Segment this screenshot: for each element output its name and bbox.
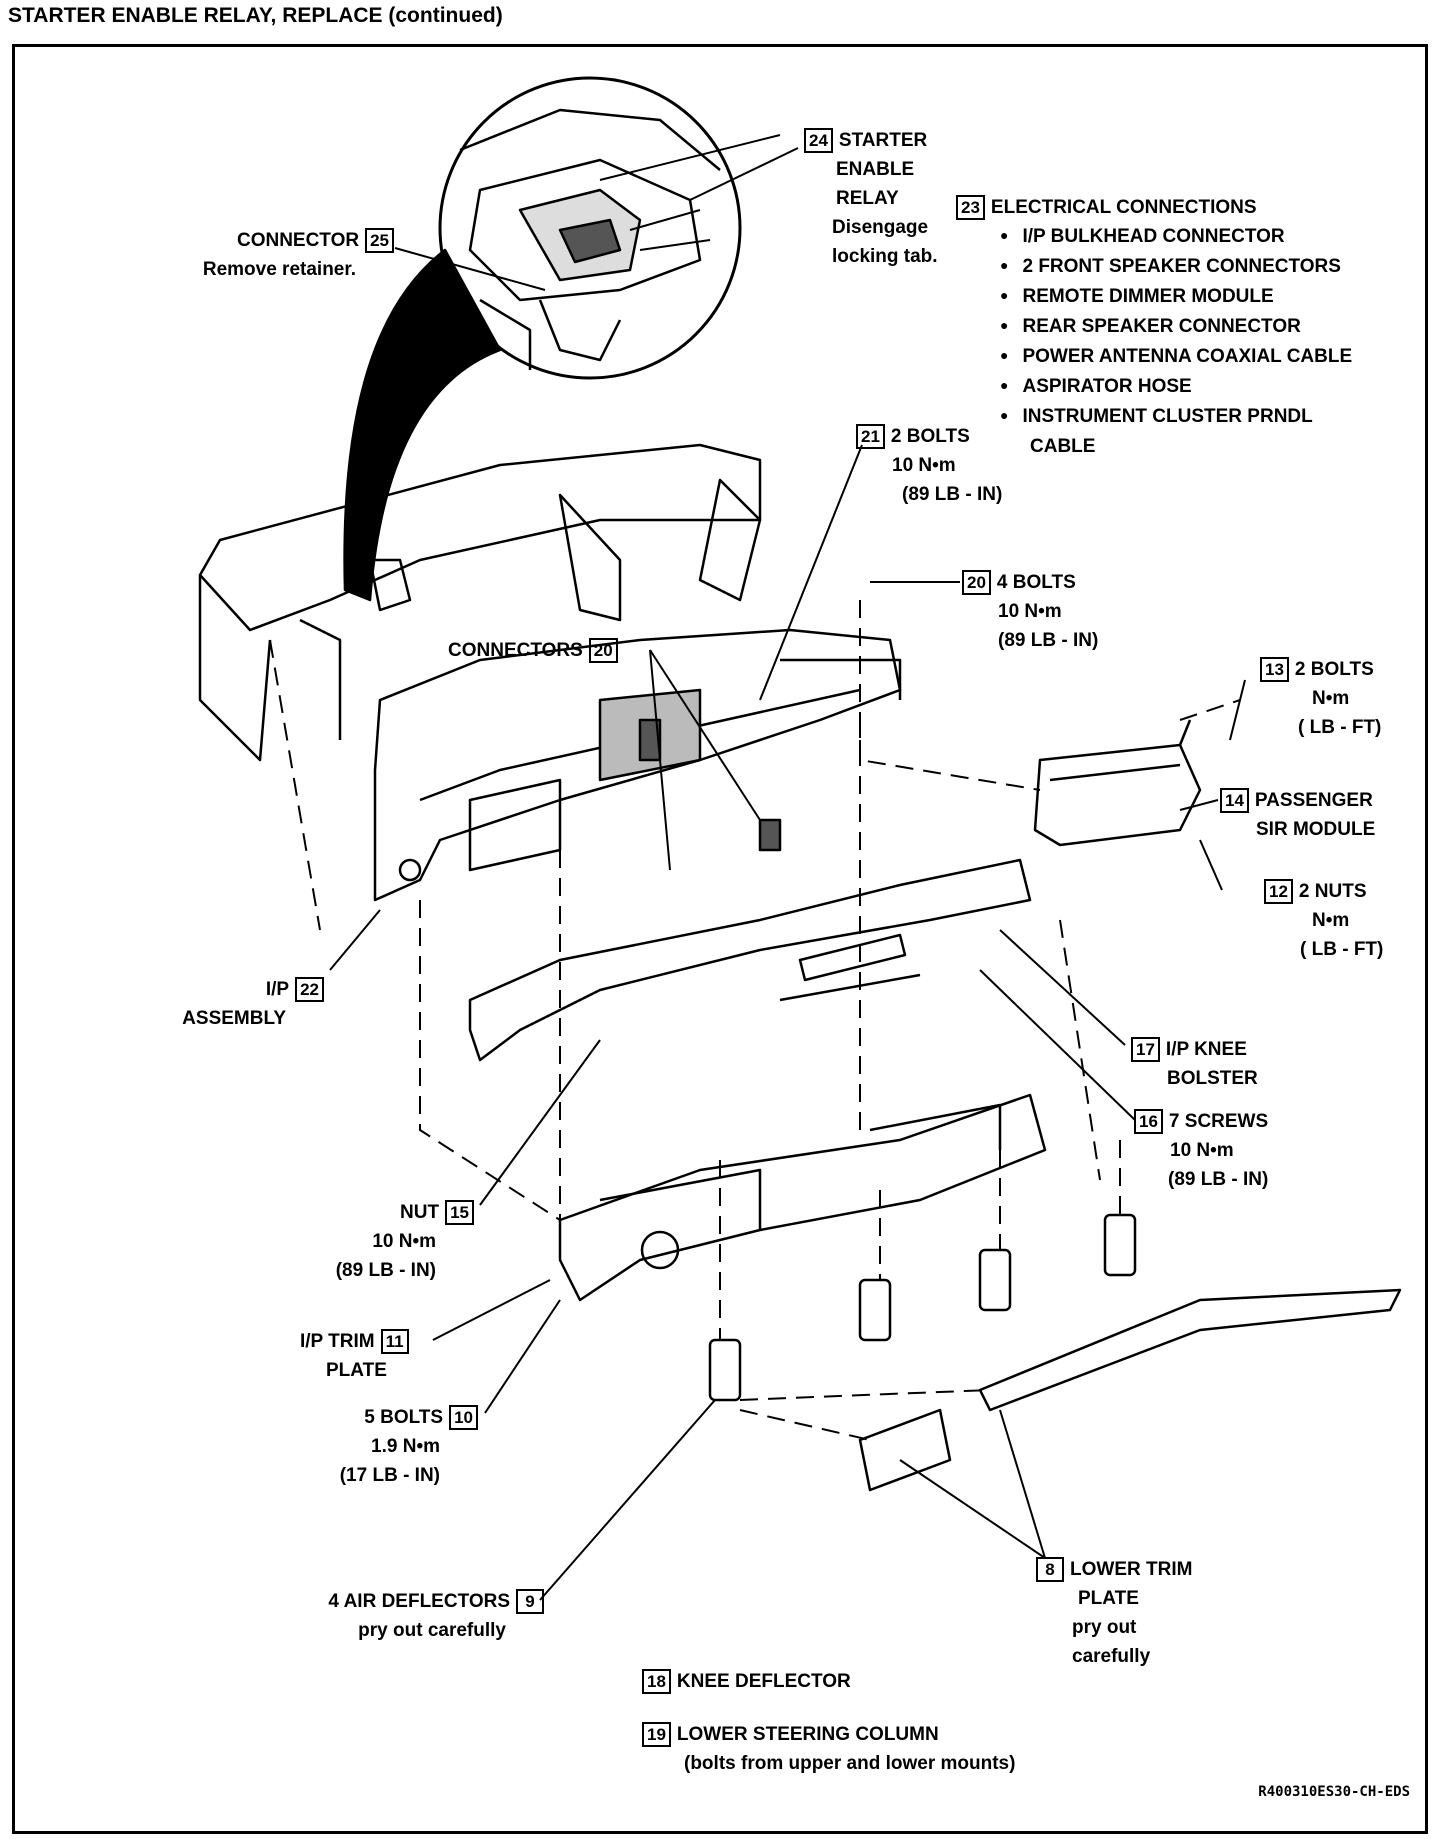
- sir-module: [1033, 719, 1202, 847]
- lower-trim-plate: [858, 1408, 952, 1492]
- callout-19-number: 19: [642, 1722, 671, 1748]
- callout-20-connectors-number: 20: [588, 638, 618, 664]
- dash-frame: [198, 443, 762, 762]
- callout-15-number: 15: [445, 1200, 474, 1226]
- connection-item: I/P BULKHEAD CONNECTOR: [950, 222, 1352, 252]
- page-title: STARTER ENABLE RELAY, REPLACE (continued…: [8, 4, 503, 27]
- callout-14-number: 14: [1220, 788, 1249, 814]
- zoom-wedge: [343, 248, 502, 602]
- connection-item: 2 FRONT SPEAKER CONNECTORS: [950, 252, 1352, 282]
- callout-10-number: 10: [449, 1405, 478, 1431]
- knee-bolster: [468, 858, 1032, 1062]
- callout-23-number: 23: [956, 195, 985, 221]
- trim-plate: [558, 1093, 1047, 1302]
- air-deflectors: [708, 1213, 1137, 1402]
- callout-9-number: 9: [516, 1589, 544, 1615]
- connection-item: REMOTE DIMMER MODULE: [950, 282, 1352, 312]
- connection-item: REAR SPEAKER CONNECTOR: [950, 312, 1352, 342]
- dashed-guide-lines: [269, 600, 1241, 1441]
- callout-18-number: 18: [642, 1669, 671, 1695]
- connection-item: ASPIRATOR HOSE: [950, 372, 1352, 402]
- connection-item: POWER ANTENNA COAXIAL CABLE: [950, 342, 1352, 372]
- callout-22-number: 22: [295, 977, 324, 1003]
- callout-17-number: 17: [1131, 1037, 1160, 1063]
- callout-16-number: 16: [1134, 1109, 1163, 1135]
- figure-code: R400310ES30-CH-EDS: [1258, 1784, 1410, 1800]
- callout-25-number: 25: [365, 228, 394, 254]
- callout-20-number: 20: [962, 570, 991, 596]
- leader-lines: [329, 147, 1246, 1601]
- callout-21-number: 21: [856, 424, 885, 450]
- ip-assembly: [373, 628, 902, 902]
- callout-8-number: 8: [1036, 1557, 1064, 1583]
- lower-trim-strip: [978, 1288, 1402, 1412]
- callout-24-number: 24: [804, 128, 833, 154]
- figure-frame: [12, 44, 1428, 1834]
- connection-item: INSTRUMENT CLUSTER PRNDL: [950, 402, 1352, 432]
- callout-11-number: 11: [380, 1329, 409, 1355]
- callout-13-number: 13: [1260, 657, 1289, 683]
- callout-12-number: 12: [1264, 879, 1293, 905]
- connection-item: CABLE: [1030, 436, 1096, 457]
- relay-inset-detail: [438, 76, 781, 380]
